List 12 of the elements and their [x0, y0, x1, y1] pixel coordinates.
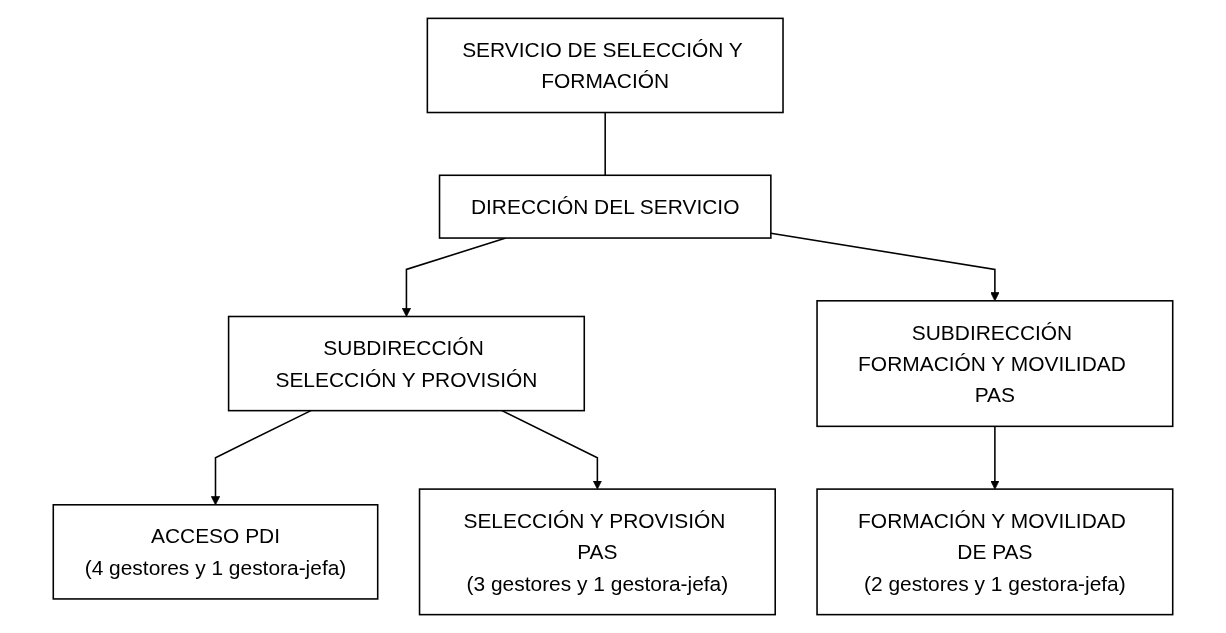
node-box: SUBDIRECCIÓN FORMACIÓN Y MOVILIDAD PAS	[816, 300, 1174, 428]
arrow	[501, 409, 602, 490]
arrow	[210, 409, 312, 506]
node-box: ACCESO PDI (4 gestores y 1 gestora-jefa)	[52, 504, 379, 600]
arrow	[770, 232, 1000, 302]
node-box: DIRECCIÓN DEL SERVICIO	[438, 174, 772, 239]
node-box: SELECCIÓN Y PROVISIÓN PAS (3 gestores y 1 gestora-jefa)	[418, 488, 776, 616]
node-box: FORMACIÓN Y MOVILIDAD DE PAS (2 gestores y 1 gestora-jefa)	[816, 488, 1174, 616]
arrow	[990, 425, 1000, 490]
node-box: SUBDIRECCIÓN SELECCIÓN Y PROVISIÓN	[227, 315, 586, 412]
node-box: SERVICIO DE SELECCIÓN Y FORMACIÓN	[426, 17, 784, 114]
connector	[604, 111, 606, 177]
